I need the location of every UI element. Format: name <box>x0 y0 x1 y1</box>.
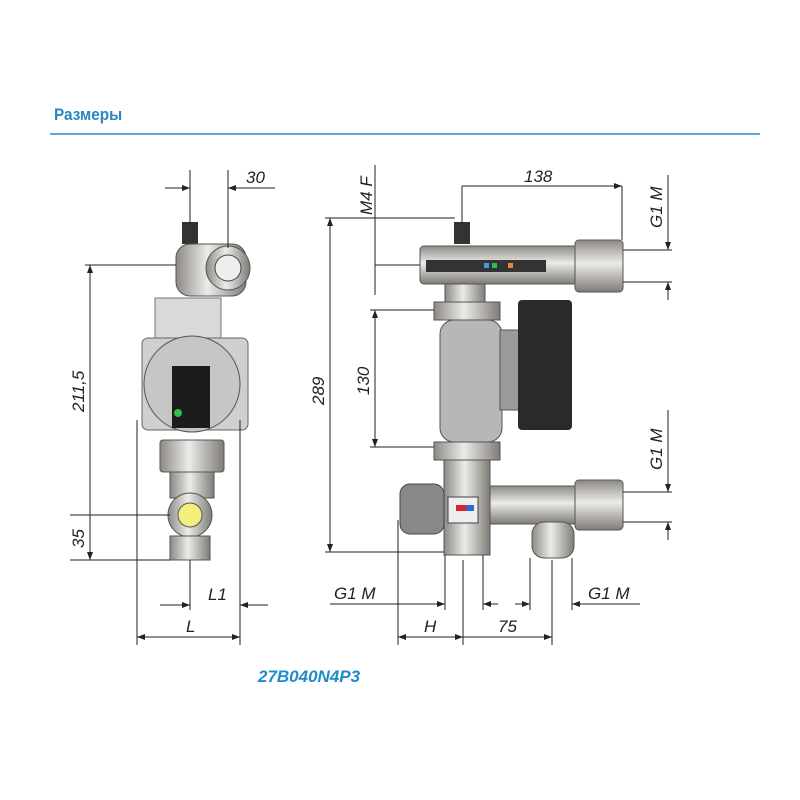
dim-75: 75 <box>498 617 517 636</box>
side-view-dimensions: 30 211,5 35 L1 L <box>69 168 275 645</box>
dim-30: 30 <box>246 168 265 187</box>
title-underline <box>50 133 760 135</box>
pump-motor <box>518 300 572 430</box>
dim-35: 35 <box>69 529 88 548</box>
dim-130: 130 <box>354 366 373 395</box>
dim-138: 138 <box>524 167 553 186</box>
front-view-drawing <box>399 222 624 559</box>
dim-211-5: 211,5 <box>69 370 88 413</box>
model-code: 27B040N4P3 <box>258 667 361 686</box>
dim-g1m-top-right: G1 M <box>647 186 666 228</box>
dim-m4f: M4 F <box>357 175 376 215</box>
side-view-drawing <box>141 222 251 561</box>
dim-h: H <box>424 617 437 636</box>
front-view-dimensions: 138 M4 F 289 130 G1 M G1 M G1 M G1 M H 7… <box>309 165 672 645</box>
yellow-port <box>177 502 203 528</box>
status-led <box>174 409 182 417</box>
dim-g1m-bottom-right: G1 M <box>588 584 630 603</box>
air-vent <box>182 222 198 244</box>
pump-display <box>172 366 210 428</box>
dim-l: L <box>186 617 195 636</box>
pump-body <box>439 319 503 443</box>
section-title: Размеры <box>54 105 123 124</box>
dim-289: 289 <box>309 376 328 406</box>
dim-g1m-lower-right: G1 M <box>647 428 666 470</box>
dim-l1: L1 <box>208 585 227 604</box>
dim-g1m-bottom-left: G1 M <box>334 584 376 603</box>
thermostatic-head <box>399 483 445 535</box>
